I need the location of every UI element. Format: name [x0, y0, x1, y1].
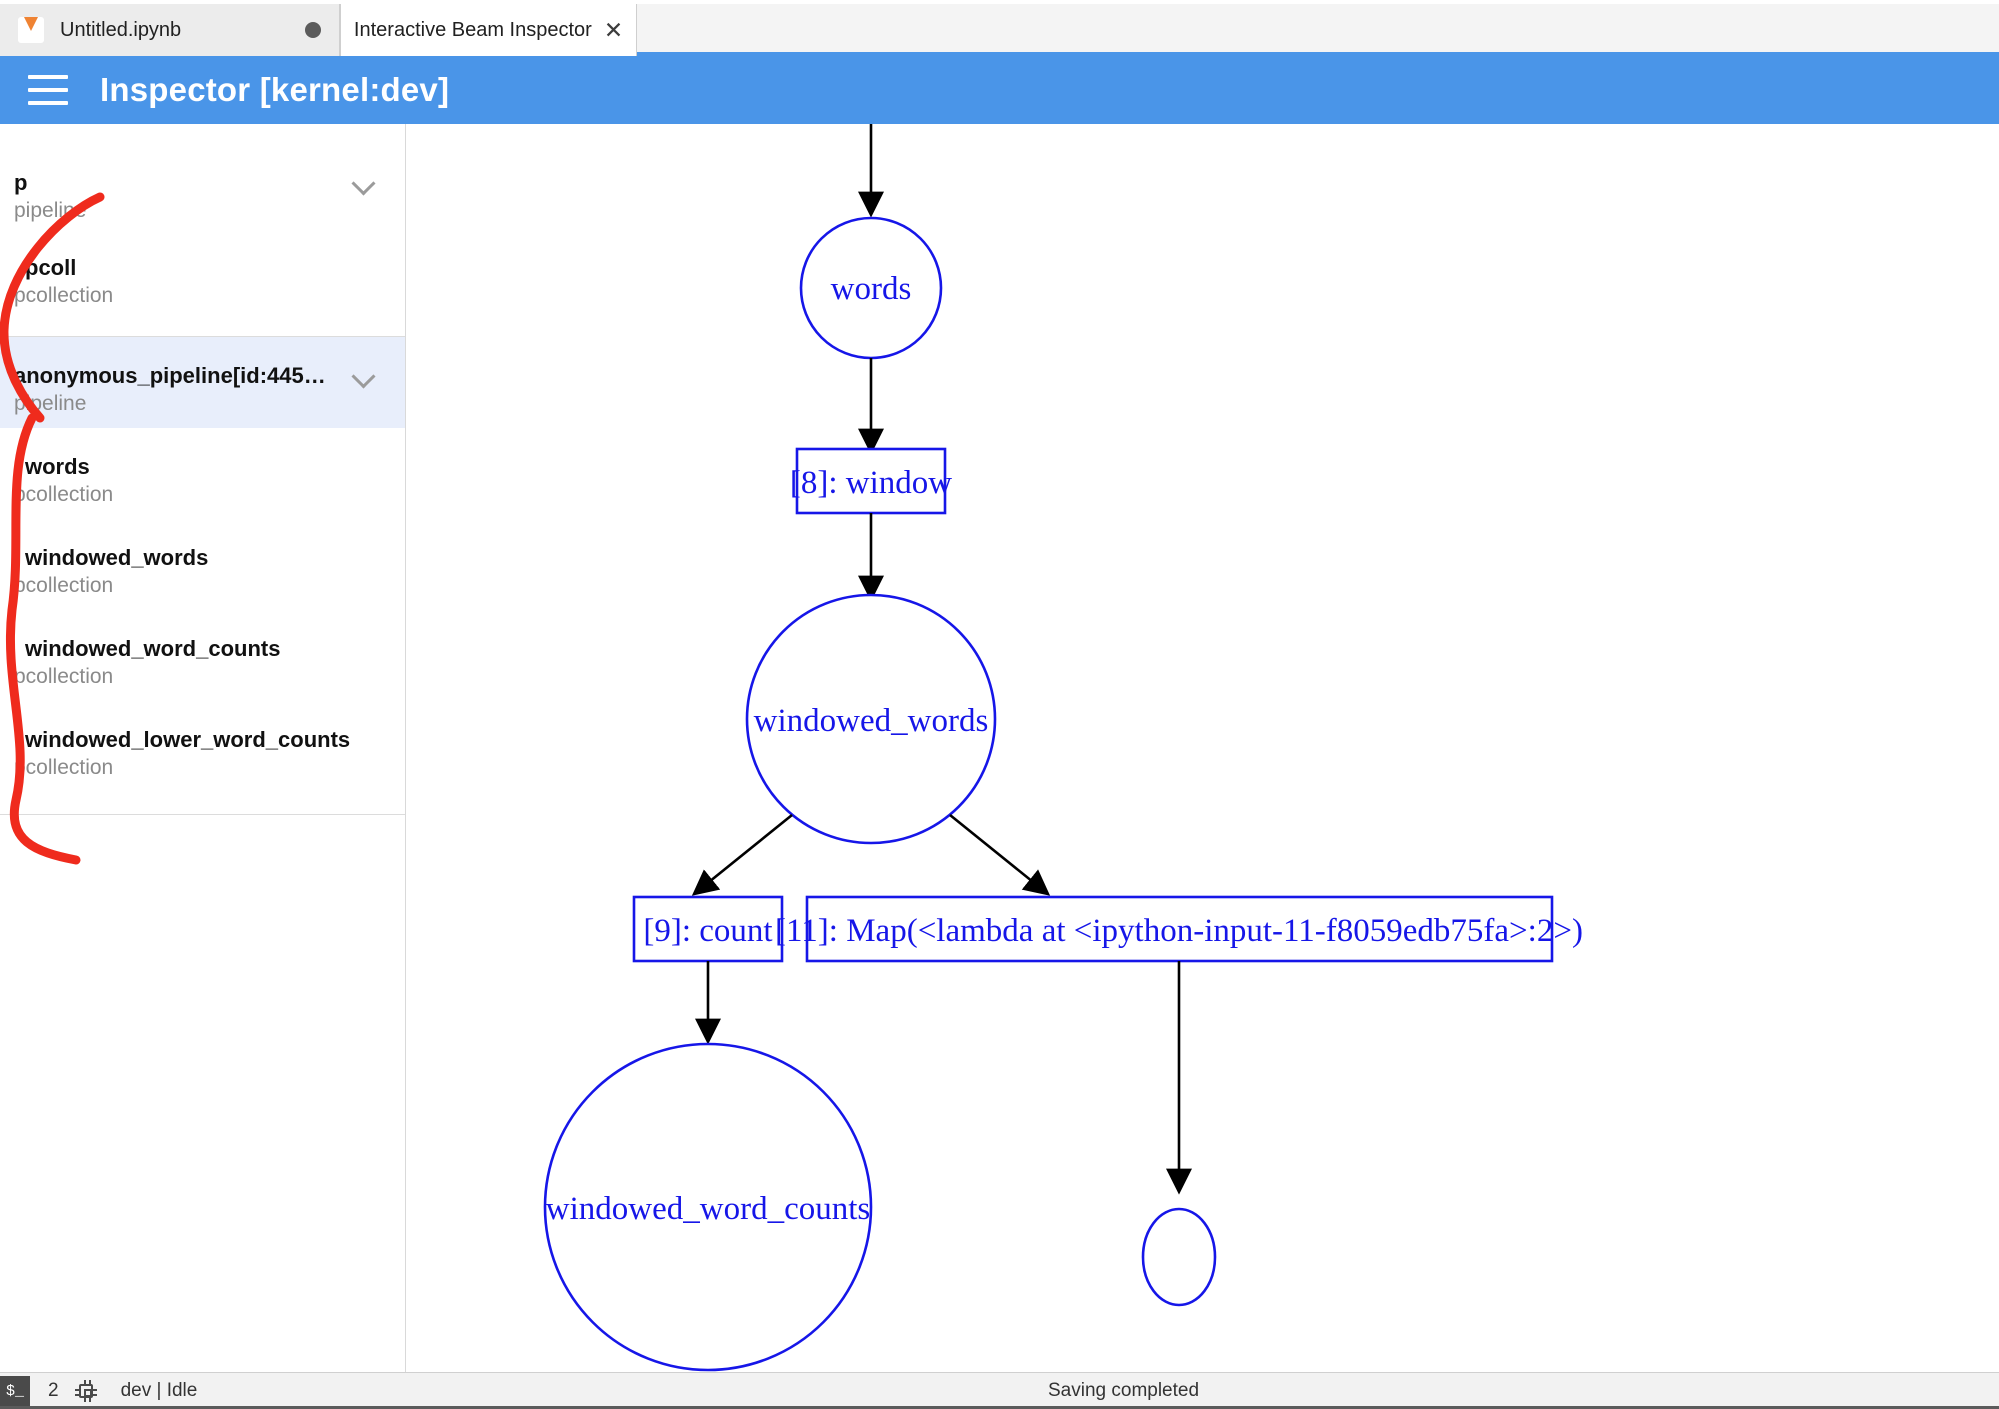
tab-bar-top-rule [0, 0, 1999, 4]
tab-interactive-beam-inspector[interactable]: Interactive Beam Inspector ✕ [340, 4, 637, 56]
sidebar-item-name: pcoll [25, 255, 77, 280]
chevron-down-icon[interactable] [353, 365, 375, 387]
notebook-icon [18, 17, 44, 43]
sidebar-item-type: pcollection [14, 483, 114, 506]
pipeline-graph-panel[interactable]: words [8]: window window [407, 124, 1999, 1372]
sidebar-item-type: pipeline [14, 199, 87, 222]
sidebar-item-windowed-words[interactable]: windowed_words pcollection [0, 519, 405, 610]
graph-node-label: windowed_word_counts [546, 1191, 870, 1227]
page-title: Inspector [kernel:dev] [100, 71, 450, 108]
sidebar-item-name: windowed_words [25, 545, 209, 570]
graph-node-windowed-word-counts[interactable]: windowed_word_counts [543, 1042, 873, 1372]
tab-bar: Untitled.ipynb Interactive Beam Inspecto… [0, 0, 1999, 56]
tab-label: Interactive Beam Inspector [353, 18, 592, 41]
sidebar-item-name: windowed_lower_word_counts [25, 727, 351, 752]
sidebar-item-name: windowed_word_counts [25, 636, 281, 661]
sidebar-item-p[interactable]: p pipeline [0, 160, 405, 235]
edge-windowed-words-to-map [949, 813, 1051, 896]
kernel-chip-icon[interactable] [74, 1380, 97, 1402]
inspectables-sidebar[interactable]: p pipeline pcoll pcollection anonymous_p… [0, 124, 406, 1372]
graph-node-label: windowed_words [754, 703, 989, 739]
graph-node-label: [8]: window [790, 465, 952, 501]
terminal-count: 2 [48, 1380, 59, 1401]
sidebar-item-windowed-word-counts[interactable]: windowed_word_counts pcollection [0, 610, 405, 701]
graph-node-window[interactable]: [8]: window [790, 447, 952, 515]
sidebar-item-type: pcollection [14, 284, 114, 307]
sidebar-item-pcoll[interactable]: pcoll pcollection [0, 235, 405, 320]
tab-untitled-ipynb[interactable]: Untitled.ipynb [0, 4, 340, 56]
sidebar-item-type: pipeline [14, 392, 87, 415]
chevron-down-icon[interactable] [353, 172, 375, 194]
save-status: Saving completed [1048, 1380, 1200, 1401]
status-bar: $_ 2 dev | Idle Saving completed [0, 1372, 1999, 1409]
sidebar-item-type: pcollection [14, 756, 114, 779]
body-container: p pipeline pcoll pcollection anonymous_p… [0, 124, 1999, 1372]
sidebar-item-words[interactable]: words pcollection [0, 428, 405, 519]
graph-node-label: [11]: Map(<lambda at <ipython-input-11-f… [775, 913, 1583, 949]
inspector-header: Inspector [kernel:dev] [0, 56, 1999, 124]
hamburger-menu-icon[interactable] [28, 75, 68, 105]
terminal-icon[interactable]: $_ [0, 1376, 30, 1406]
close-icon[interactable]: ✕ [603, 16, 624, 43]
sidebar-item-name: p [14, 170, 28, 195]
graph-node-windowed-words[interactable]: windowed_words [745, 593, 997, 845]
sidebar-item-type: pcollection [14, 574, 114, 597]
sidebar-item-name: anonymous_pipeline[id:44516… [14, 363, 332, 388]
unsaved-indicator-dot[interactable] [305, 22, 321, 38]
graph-node-label: [9]: count [643, 913, 772, 949]
graph-node-map[interactable]: [11]: Map(<lambda at <ipython-input-11-f… [775, 895, 1583, 963]
sidebar-item-anonymous-pipeline[interactable]: anonymous_pipeline[id:44516… pipeline [0, 337, 405, 428]
status-bar-bottom-rule [0, 1406, 1999, 1409]
pipeline-graph-svg[interactable]: words [8]: window window [407, 124, 1999, 1372]
tab-label: Untitled.ipynb [60, 18, 182, 41]
tab-bar-empty-space [637, 4, 1999, 52]
edge-windowed-words-to-count [691, 813, 793, 896]
sidebar-group-p: p pipeline pcoll pcollection [0, 124, 405, 337]
sidebar-item-type: pcollection [14, 665, 114, 688]
graph-node-count[interactable]: [9]: count [632, 895, 784, 963]
graph-node-words[interactable]: words [799, 216, 943, 360]
sidebar-item-name: words [25, 454, 90, 479]
graph-node-output-small[interactable] [1141, 1207, 1217, 1307]
sidebar-item-windowed-lower-word-counts[interactable]: windowed_lower_word_counts pcollection [0, 701, 405, 792]
kernel-status[interactable]: dev | Idle [120, 1380, 198, 1401]
sidebar-group-anonymous-pipeline: anonymous_pipeline[id:44516… pipeline wo… [0, 337, 405, 815]
graph-node-label: words [831, 271, 912, 307]
